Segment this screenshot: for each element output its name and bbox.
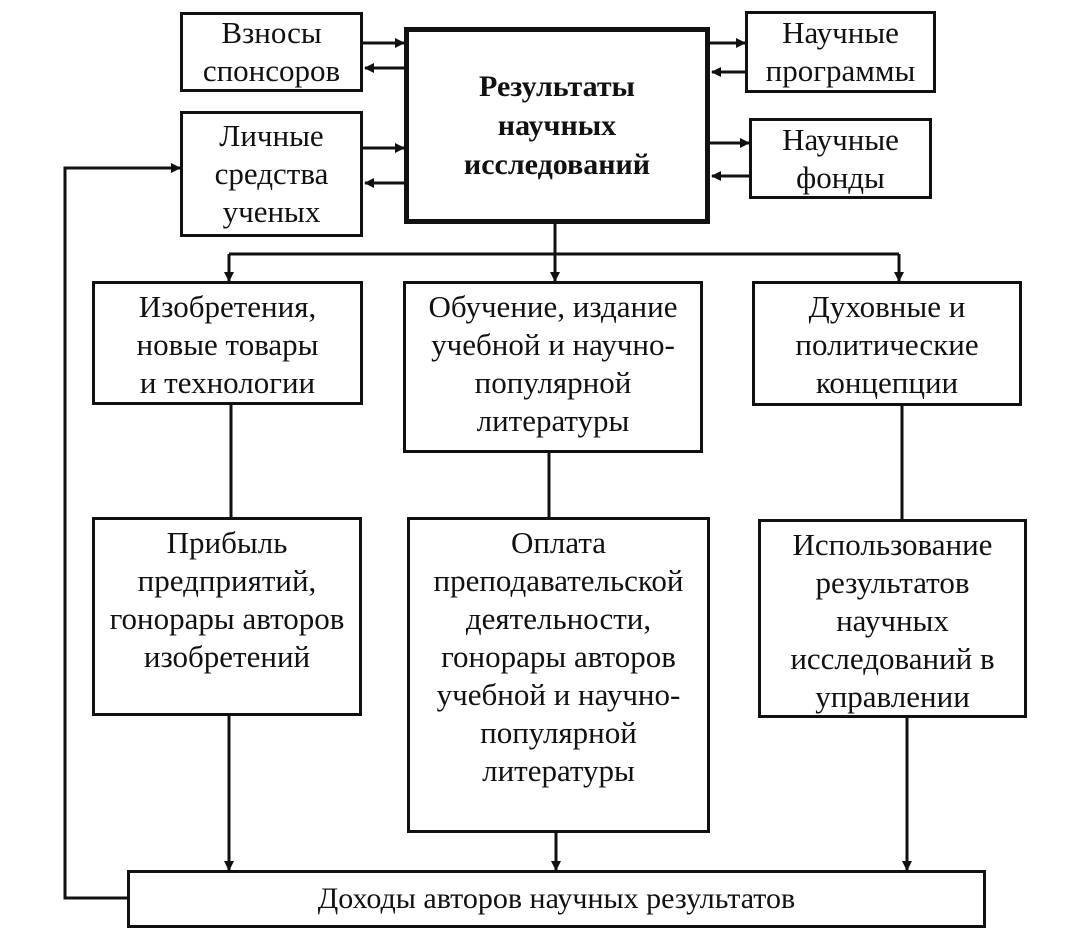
box-results-usage-management-label: Использование результатов научных исслед… (790, 527, 995, 714)
box-enterprise-profit: Прибыль предприятий, гонорары авторов из… (92, 517, 362, 716)
arrow-income-to-personal (63, 163, 181, 900)
box-science-programs: Научные программы (745, 11, 936, 93)
box-science-programs-label: Научные программы (765, 15, 916, 88)
box-teaching-payment: Оплата преподавательской деятельности, г… (407, 517, 710, 833)
box-science-funds-label: Научные фонды (782, 121, 899, 195)
box-enterprise-profit-label: Прибыль предприятий, гонорары авторов из… (109, 525, 345, 674)
box-research-results-label: Результаты научных исследований (463, 70, 651, 181)
box-sponsor-contributions: Взносы спонсоров (180, 12, 363, 92)
box-personal-funds-label: Личные средства ученых (214, 118, 329, 229)
box-results-usage-management: Использование результатов научных исслед… (758, 519, 1027, 718)
box-author-income-label: Доходы авторов научных результатов (317, 882, 796, 915)
box-science-funds: Научные фонды (749, 118, 932, 199)
box-education-publishing-label: Обучение, издание учебной и научно- попу… (428, 289, 678, 438)
box-inventions: Изобретения, новые товары и технологии (92, 281, 363, 405)
box-spiritual-political-concepts-label: Духовные и политические концепции (795, 289, 979, 400)
box-sponsor-contributions-label: Взносы спонсоров (202, 15, 341, 88)
box-teaching-payment-label: Оплата преподавательской деятельности, г… (433, 525, 684, 788)
box-research-results: Результаты научных исследований (404, 27, 710, 224)
box-spiritual-political-concepts: Духовные и политические концепции (752, 281, 1022, 406)
box-education-publishing: Обучение, издание учебной и научно- попу… (403, 281, 703, 453)
box-personal-funds: Личные средства ученых (180, 111, 363, 237)
box-inventions-label: Изобретения, новые товары и технологии (136, 289, 319, 400)
box-author-income: Доходы авторов научных результатов (127, 870, 986, 928)
